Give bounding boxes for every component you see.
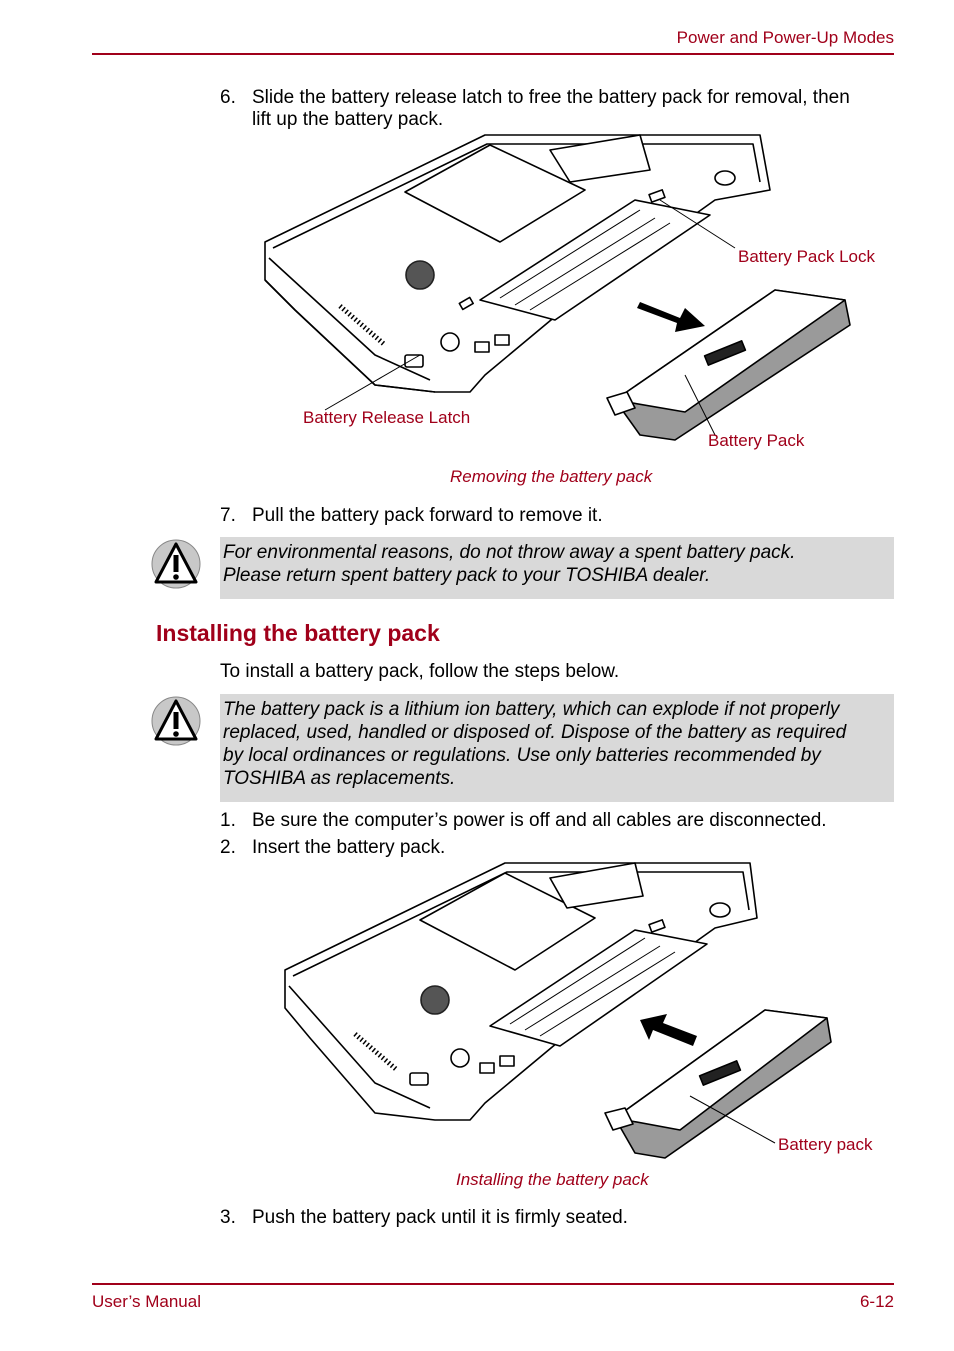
label-battery-pack: Battery Pack bbox=[708, 431, 805, 450]
caution-text: replaced, used, handled or disposed of. … bbox=[223, 722, 847, 743]
footer-manual-title: User’s Manual bbox=[92, 1292, 201, 1311]
step-text-cont: lift up the battery pack. bbox=[252, 109, 444, 130]
label-battery-pack-lock: Battery Pack Lock bbox=[738, 247, 876, 266]
step-text: Pull the battery pack forward to remove … bbox=[252, 505, 603, 526]
step-text: Be sure the computer’s power is off and … bbox=[252, 810, 827, 831]
caution-text: Please return spent battery pack to your… bbox=[223, 565, 711, 586]
section-intro: To install a battery pack, follow the st… bbox=[220, 661, 620, 682]
step-text: Insert the battery pack. bbox=[252, 837, 446, 858]
step-text: Slide the battery release latch to free … bbox=[252, 87, 850, 108]
warning-triangle-icon bbox=[151, 696, 201, 746]
caution-text: by local ordinances or regulations. Use … bbox=[223, 745, 821, 766]
label-battery-pack: Battery pack bbox=[778, 1135, 873, 1154]
section-heading: Installing the battery pack bbox=[156, 620, 440, 646]
page-number: 6-12 bbox=[859, 1292, 894, 1311]
footer-rule bbox=[92, 1283, 894, 1285]
caution-note: The battery pack is a lithium ion batter… bbox=[220, 694, 894, 802]
laptop-battery-install-illustration bbox=[284, 862, 832, 1159]
warning-triangle-icon bbox=[151, 539, 201, 589]
running-header: Power and Power-Up Modes bbox=[676, 28, 894, 47]
header-rule bbox=[92, 53, 894, 55]
figure-caption: Installing the battery pack bbox=[456, 1170, 649, 1189]
step-number: 3. bbox=[220, 1207, 236, 1228]
step-number: 6. bbox=[220, 87, 236, 108]
laptop-battery-removal-illustration bbox=[264, 134, 851, 441]
step-number: 7. bbox=[220, 505, 236, 526]
figure-caption: Removing the battery pack bbox=[450, 467, 653, 486]
step-number: 1. bbox=[220, 810, 236, 831]
step-text: Push the battery pack until it is firmly… bbox=[252, 1207, 628, 1228]
label-battery-release-latch: Battery Release Latch bbox=[303, 408, 471, 427]
step-number: 2. bbox=[220, 837, 236, 858]
caution-text: The battery pack is a lithium ion batter… bbox=[223, 699, 840, 720]
caution-note: For environmental reasons, do not throw … bbox=[220, 537, 894, 599]
caution-text: For environmental reasons, do not throw … bbox=[223, 542, 796, 563]
caution-text: TOSHIBA as replacements. bbox=[223, 768, 456, 789]
